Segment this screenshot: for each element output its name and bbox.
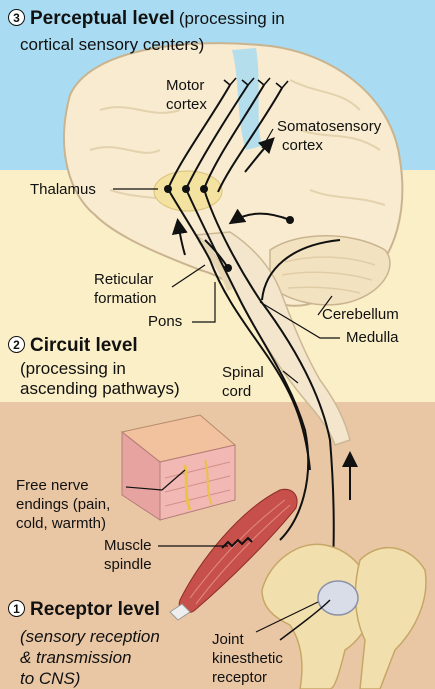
cerebellum-label: Cerebellum: [322, 306, 399, 323]
joint-receptor-label-2: kinesthetic: [212, 650, 283, 667]
muscle-spindle-label-1: Muscle: [104, 537, 152, 554]
perceptual-level-heading: 3 Perceptual level (processing in: [8, 9, 285, 29]
thalamus-label: Thalamus: [30, 181, 96, 198]
motor-cortex-label-2: cortex: [166, 96, 207, 113]
joint-receptor-label-3: receptor: [212, 669, 268, 686]
perceptual-level-title: Perceptual level: [30, 8, 175, 29]
hip-joint: [261, 543, 427, 689]
perceptual-level-number: 3: [8, 9, 25, 26]
receptor-level-title: Receptor level: [30, 599, 160, 620]
cortical-endings: [223, 77, 289, 90]
free-nerve-label-1: Free nerve: [16, 477, 89, 494]
somatosensory-label-2: cortex: [282, 137, 323, 154]
muscle: [169, 488, 298, 621]
receptor-level-number: 1: [8, 600, 25, 617]
motor-cortex-label-1: Motor: [166, 77, 205, 94]
muscle-spindle-coil: [221, 536, 253, 549]
cerebellum: [269, 235, 391, 306]
circuit-level-number: 2: [8, 336, 25, 353]
perceptual-level-subtitle-1: (processing in: [178, 9, 285, 28]
central-sulcus: [232, 48, 262, 150]
free-nerve-label-2: endings (pain,: [16, 496, 111, 513]
circuit-level-title: Circuit level: [30, 335, 138, 356]
brain-gyri: [89, 79, 386, 206]
muscle-spindle-label-2: spindle: [104, 556, 152, 573]
pointer-lines: [113, 128, 340, 633]
circuit-level-heading: 2 Circuit level: [8, 336, 138, 356]
receptor-level-subtitle-3: to CNS): [20, 669, 81, 688]
receptor-level-heading: 1 Receptor level: [8, 600, 160, 620]
reticular-formation-label-2: formation: [94, 290, 157, 307]
perceptual-level-subtitle-2: cortical sensory centers): [20, 35, 205, 54]
spinal-cord-label-1: Spinal: [222, 364, 264, 381]
receptor-level-subtitle-2: & transmission: [20, 648, 132, 667]
reticular-formation-label-1: Reticular: [94, 271, 154, 288]
circuit-level-subtitle-1: (processing in: [20, 359, 126, 378]
spinal-cord-label-2: cord: [222, 383, 252, 400]
joint-receptor-label-1: Joint: [212, 631, 244, 648]
free-nerve-label-3: cold, warmth): [16, 515, 107, 532]
skin-section: [120, 414, 237, 521]
circuit-level-subtitle-2: ascending pathways): [20, 379, 180, 398]
receptor-level-subtitle-1: (sensory reception: [20, 627, 160, 646]
somatosensory-label-1: Somatosensory: [277, 118, 382, 135]
synapse-dots: [164, 185, 294, 272]
pons-label: Pons: [148, 313, 183, 330]
medulla-label: Medulla: [346, 329, 399, 346]
